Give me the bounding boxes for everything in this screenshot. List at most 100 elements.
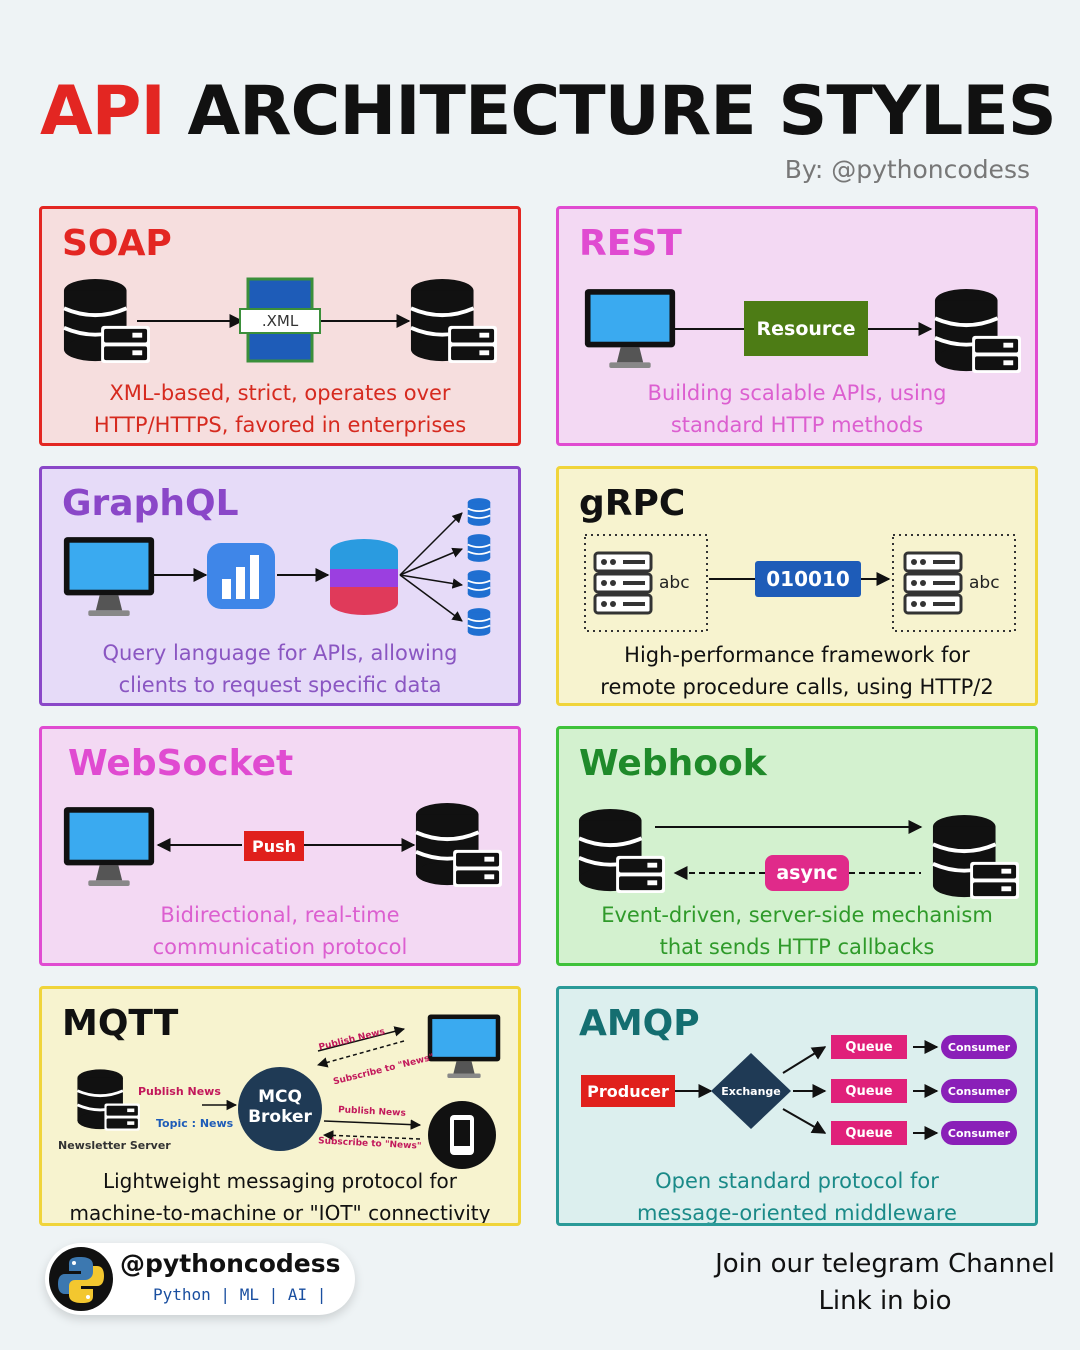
monitor-icon bbox=[584, 289, 676, 369]
card-title: Webhook bbox=[579, 743, 767, 784]
card-rest: Resource REST Building scalable APIs, us… bbox=[556, 206, 1038, 446]
graphql-diagram bbox=[63, 497, 492, 637]
card-title: gRPC bbox=[579, 483, 686, 524]
node-label: abc bbox=[969, 573, 1000, 593]
consumer-box bbox=[941, 1079, 1017, 1103]
card-title: REST bbox=[579, 223, 682, 264]
card-description: Building scalable APIs, using standard H… bbox=[559, 377, 1035, 441]
consumer-label: Consumer bbox=[947, 1040, 1011, 1054]
exchange-icon bbox=[711, 1053, 791, 1129]
consumer-label: Consumer bbox=[947, 1084, 1011, 1098]
card-title: AMQP bbox=[579, 1003, 700, 1044]
queue-box bbox=[831, 1121, 907, 1145]
grpc-diagram bbox=[584, 534, 1016, 632]
card-description: XML-based, strict, operates over HTTP/HT… bbox=[42, 377, 518, 441]
card-mqtt: MCQ Broker Publish News Topic : News New… bbox=[39, 986, 521, 1226]
mini-database-icon bbox=[466, 497, 492, 527]
database-icon bbox=[330, 539, 398, 615]
async-label: async bbox=[776, 862, 838, 884]
queue-label: Queue bbox=[845, 1125, 893, 1141]
xml-label: .XML bbox=[261, 312, 299, 330]
soap-diagram bbox=[62, 277, 497, 365]
card-graphql: GraphQL Query language for APIs, allowin… bbox=[39, 466, 521, 706]
consumer-box bbox=[941, 1121, 1017, 1145]
page-title: API ARCHITECTURE STYLES bbox=[40, 72, 1057, 151]
card-title: WebSocket bbox=[68, 743, 294, 784]
consumer-label: Consumer bbox=[947, 1126, 1011, 1140]
queue-box bbox=[831, 1079, 907, 1103]
desc-line: Lightweight messaging protocol for bbox=[102, 1169, 457, 1193]
python-logo-icon bbox=[49, 1247, 113, 1311]
monitor-icon bbox=[63, 807, 155, 887]
broker-label-line: MCQ bbox=[258, 1087, 302, 1107]
queue-label: Queue bbox=[845, 1083, 893, 1099]
desc-line: message-oriented middleware bbox=[637, 1201, 957, 1225]
producer-label: Producer bbox=[587, 1081, 669, 1101]
amqp-diagram bbox=[581, 1035, 1017, 1145]
database-icon bbox=[414, 801, 502, 889]
binary-box bbox=[755, 561, 861, 597]
card-description: Query language for APIs, allowing client… bbox=[42, 637, 518, 701]
node-label: abc bbox=[659, 573, 690, 593]
exchange-label: Exchange bbox=[721, 1084, 781, 1098]
desc-line: Bidirectional, real-time bbox=[160, 903, 400, 927]
monitor-icon bbox=[63, 537, 155, 617]
desc-line: machine-to-machine or "IOT" connectivity bbox=[69, 1201, 491, 1225]
desc-line: standard HTTP methods bbox=[670, 413, 924, 437]
title-accent: API bbox=[40, 72, 166, 151]
profile-handle: @pythoncodess bbox=[120, 1249, 341, 1278]
database-icon bbox=[933, 287, 1021, 375]
card-description: Bidirectional, real-time communication p… bbox=[42, 899, 518, 963]
async-box bbox=[765, 855, 849, 891]
desc-line: Open standard protocol for bbox=[655, 1169, 939, 1193]
card-description: High-performance framework for remote pr… bbox=[559, 639, 1035, 703]
mini-database-icon bbox=[466, 607, 492, 637]
mqtt-diagram bbox=[76, 1014, 501, 1169]
telegram-cta: Join our telegram Channel Link in bio bbox=[715, 1246, 1055, 1320]
broker-label-line: Broker bbox=[248, 1107, 312, 1127]
desc-line: XML-based, strict, operates over bbox=[109, 381, 451, 405]
card-amqp: Producer Exchange Queue Queue Queue Cons… bbox=[556, 986, 1038, 1226]
broker-label: MCQ Broker bbox=[242, 1087, 318, 1127]
server-icon bbox=[593, 551, 653, 615]
binary-label: 010010 bbox=[766, 567, 850, 591]
card-title: SOAP bbox=[62, 223, 172, 264]
desc-line: Query language for APIs, allowing bbox=[102, 641, 458, 665]
resource-box bbox=[744, 301, 868, 356]
cta-line: Link in bio bbox=[818, 1286, 952, 1316]
websocket-diagram bbox=[63, 801, 502, 889]
desc-line: Building scalable APIs, using bbox=[647, 381, 947, 405]
topic-label: Topic : News bbox=[156, 1117, 234, 1130]
mini-database-icon bbox=[466, 569, 492, 599]
profile-tags: Python | ML | AI | bbox=[153, 1285, 327, 1304]
desc-line: remote procedure calls, using HTTP/2 bbox=[600, 675, 994, 699]
profile-badge[interactable]: @pythoncodess Python | ML | AI | bbox=[45, 1243, 355, 1315]
consumer-box bbox=[941, 1035, 1017, 1059]
rest-diagram bbox=[584, 287, 1021, 375]
title-main: ARCHITECTURE STYLES bbox=[187, 72, 1056, 151]
card-webhook: async Webhook Event-driven, server-side … bbox=[556, 726, 1038, 966]
desc-line: High-performance framework for bbox=[624, 643, 970, 667]
push-label: Push bbox=[251, 836, 297, 856]
database-icon bbox=[931, 813, 1019, 901]
publish-news-label: Publish News bbox=[138, 1085, 221, 1098]
card-grpc: 010010 abc abc gRPC High-performance fra… bbox=[556, 466, 1038, 706]
byline: By: @pythoncodess bbox=[784, 155, 1030, 184]
queue-label: Queue bbox=[845, 1039, 893, 1055]
card-title: MQTT bbox=[62, 1003, 179, 1044]
card-description: Open standard protocol for message-orien… bbox=[559, 1165, 1035, 1225]
desc-line: communication protocol bbox=[152, 935, 408, 959]
cta-line: Join our telegram Channel bbox=[715, 1249, 1055, 1279]
webhook-diagram bbox=[577, 807, 1019, 901]
card-websocket: Push WebSocket Bidirectional, real-time … bbox=[39, 726, 521, 966]
server-label: Newsletter Server bbox=[58, 1139, 171, 1152]
database-icon bbox=[409, 277, 497, 365]
database-icon bbox=[76, 1067, 140, 1133]
monitor-icon bbox=[427, 1014, 501, 1078]
desc-line: HTTP/HTTPS, favored in enterprises bbox=[93, 413, 467, 437]
server-icon bbox=[903, 551, 963, 615]
queue-box bbox=[831, 1035, 907, 1059]
database-icon bbox=[577, 807, 665, 895]
desc-line: clients to request specific data bbox=[118, 673, 442, 697]
desc-line: Event-driven, server-side mechanism bbox=[601, 903, 993, 927]
